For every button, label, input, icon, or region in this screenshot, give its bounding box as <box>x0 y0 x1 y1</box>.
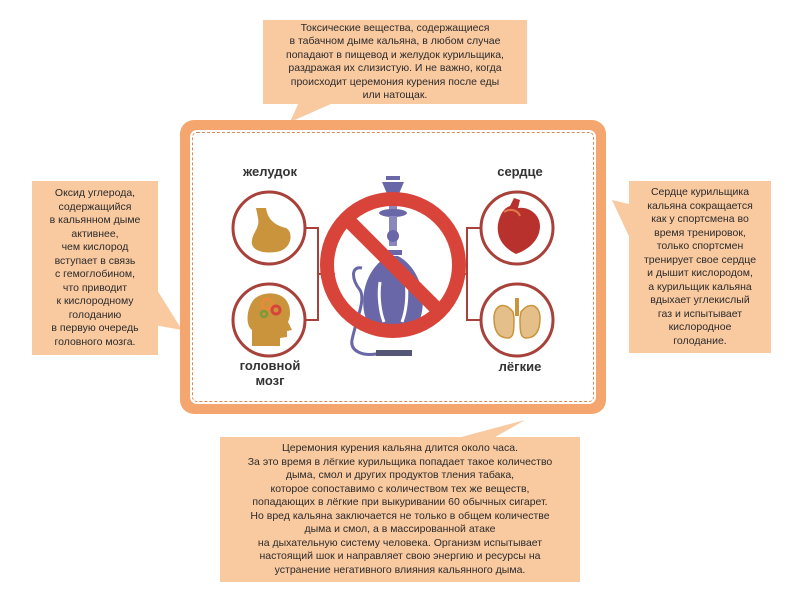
info-text-heart: Сердце курильщика кальяна сокращается ка… <box>643 186 757 347</box>
organ-label-stomach: желудок <box>243 164 297 179</box>
organ-label-lungs: лёгкие <box>498 359 542 374</box>
prohibition-icon <box>320 192 466 338</box>
brain-icon <box>231 282 307 358</box>
bubble-left-tail <box>154 285 182 330</box>
bubble-top-tail <box>290 100 340 122</box>
info-bubble-heart: Сердце курильщика кальяна сокращается ка… <box>629 181 771 353</box>
bubble-bottom-tail <box>450 420 525 440</box>
organ-label-heart: сердце <box>497 164 543 179</box>
info-bubble-lungs: Церемония курения кальяна длится около ч… <box>220 437 580 582</box>
lungs-icon <box>479 282 555 358</box>
info-text-lungs: Церемония курения кальяна длится около ч… <box>247 442 553 576</box>
heart-icon <box>479 190 555 266</box>
info-text-brain: Оксид углерода, содержащийся в кальянном… <box>49 187 141 348</box>
info-text-stomach: Токсические вещества, содержащиеся в таб… <box>286 21 504 102</box>
info-bubble-brain: Оксид углерода, содержащийся в кальянном… <box>32 181 158 355</box>
bubble-right-tail <box>612 200 633 245</box>
info-bubble-stomach: Токсические вещества, содержащиеся в таб… <box>263 20 527 104</box>
stomach-icon <box>231 190 307 266</box>
organ-label-brain: головной мозг <box>239 358 301 388</box>
